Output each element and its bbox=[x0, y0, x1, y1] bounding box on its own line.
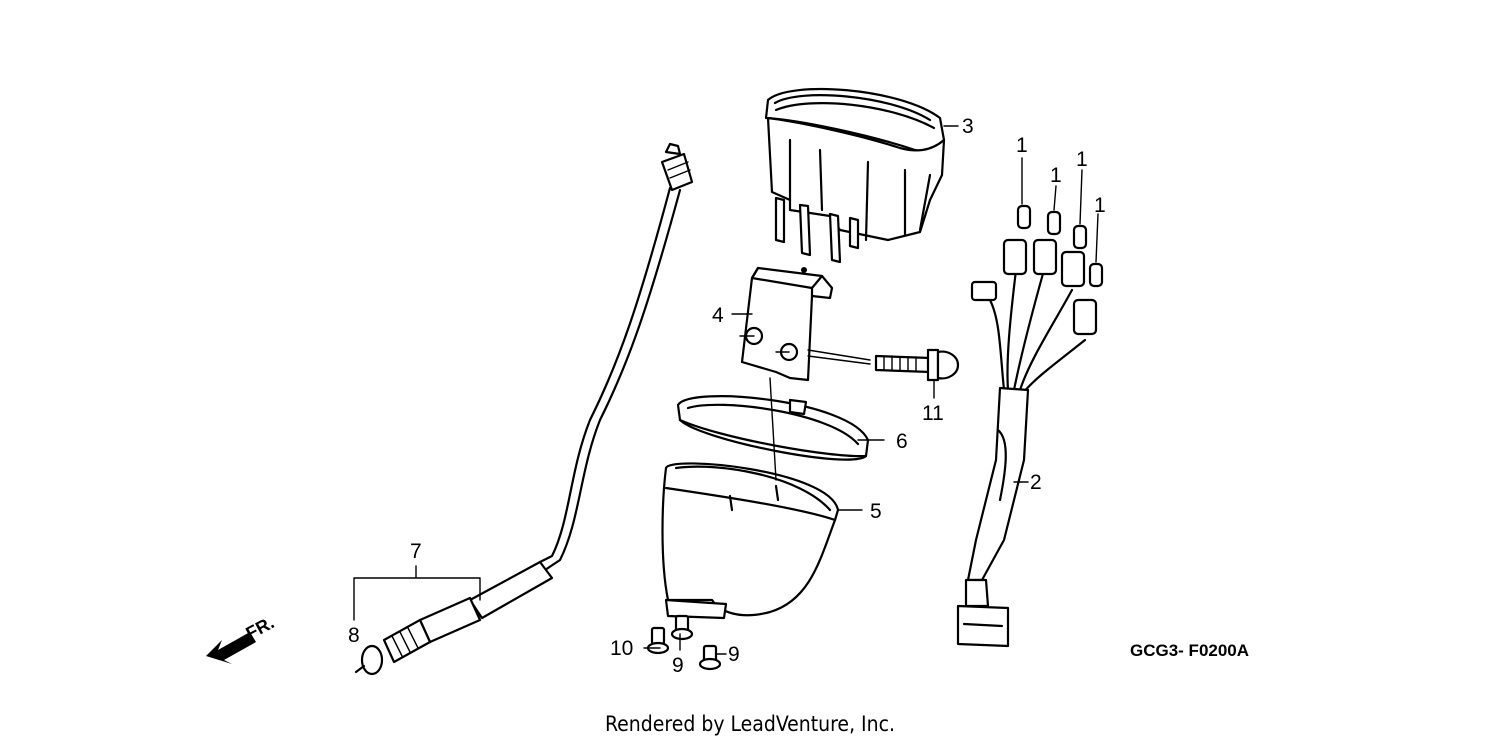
callout-labels: 1 1 1 1 2 3 4 5 6 7 8 9 9 10 11 bbox=[348, 115, 1106, 677]
front-direction-arrow: FR. bbox=[206, 612, 277, 664]
bolt bbox=[874, 348, 960, 382]
callout-2: 2 bbox=[1030, 471, 1042, 494]
callout-7: 7 bbox=[410, 540, 422, 563]
speedometer-cable bbox=[354, 142, 694, 676]
callout-8: 8 bbox=[348, 624, 360, 647]
bulbs bbox=[1016, 204, 1104, 288]
bulb-1d bbox=[1088, 262, 1104, 288]
callout-1b: 1 bbox=[1050, 164, 1062, 187]
screw-10 bbox=[646, 626, 670, 655]
socket-a bbox=[970, 280, 998, 302]
meter-bracket bbox=[740, 266, 834, 382]
callout-6: 6 bbox=[896, 430, 908, 453]
callout-1c: 1 bbox=[1076, 148, 1088, 171]
screw-9b bbox=[698, 644, 722, 671]
footer-credit: Rendered by LeadVenture, Inc. bbox=[605, 712, 895, 736]
callout-5: 5 bbox=[870, 500, 882, 523]
socket-d bbox=[1060, 250, 1086, 288]
callout-10: 10 bbox=[610, 637, 633, 660]
callout-9b: 9 bbox=[728, 643, 740, 666]
meter-housing bbox=[764, 87, 946, 264]
screw-9a bbox=[670, 614, 694, 641]
callout-1a: 1 bbox=[1016, 134, 1028, 157]
socket-c bbox=[1032, 238, 1058, 276]
screws bbox=[646, 614, 722, 671]
callout-3: 3 bbox=[962, 115, 974, 138]
bulb-1c bbox=[1072, 224, 1088, 250]
callout-9a: 9 bbox=[672, 654, 684, 677]
meter-case bbox=[661, 462, 840, 620]
callout-1d: 1 bbox=[1094, 194, 1106, 217]
drawing-code: GCG3- F0200A bbox=[1130, 641, 1249, 660]
socket-e bbox=[1072, 298, 1098, 336]
callout-4: 4 bbox=[712, 304, 724, 327]
leader-lines bbox=[353, 125, 1099, 655]
callout-11: 11 bbox=[922, 402, 944, 425]
bulb-1a bbox=[1016, 204, 1032, 230]
socket-b bbox=[1002, 238, 1028, 276]
wire-harness bbox=[956, 238, 1098, 648]
bulb-1b bbox=[1046, 210, 1062, 236]
